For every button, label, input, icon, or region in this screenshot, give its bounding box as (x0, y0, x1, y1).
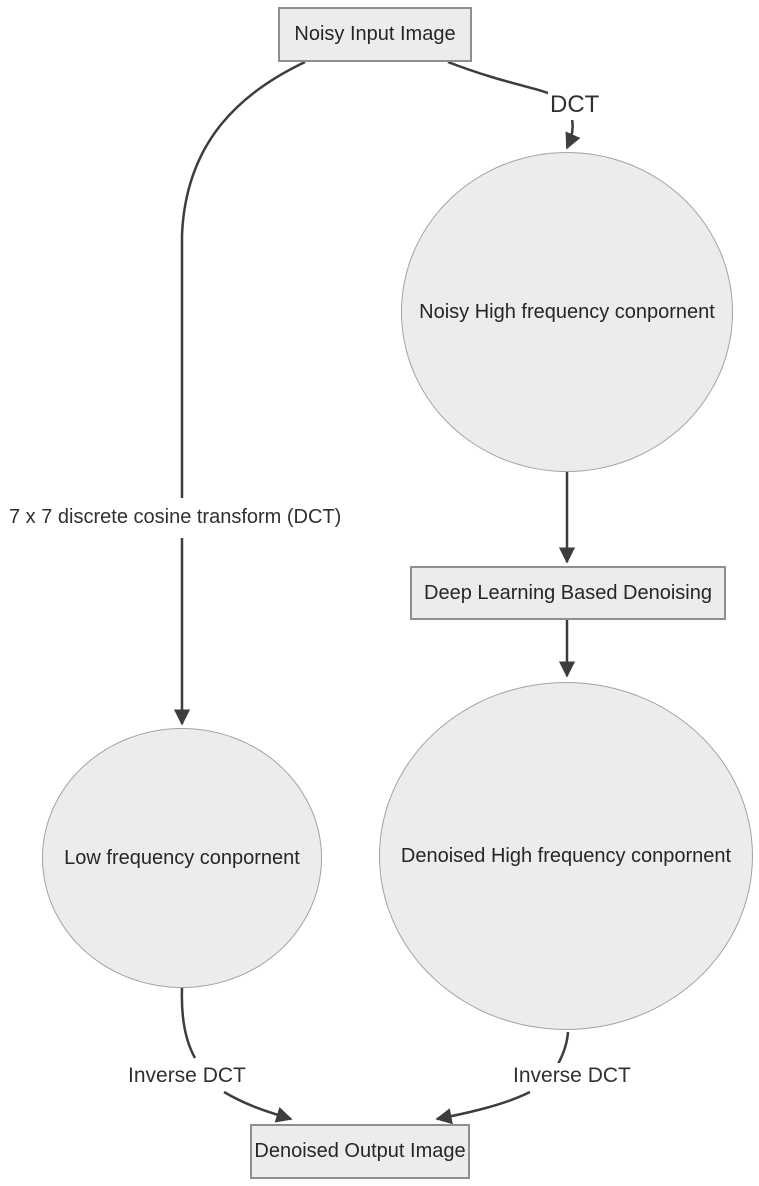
node-noisy-input-image: Noisy Input Image (278, 7, 472, 62)
edge-label-inverse-dct-right: Inverse DCT (511, 1063, 633, 1089)
node-deep-learning-denoising-label: Deep Learning Based Denoising (424, 581, 712, 604)
edge-label-dct: DCT (548, 90, 602, 120)
edge-low-freq-to-output-upper (180, 987, 197, 1059)
edge-noisy-input-to-noisy-high-lower (565, 118, 581, 150)
edge-noisy-input-to-low-freq-upper (180, 60, 306, 498)
node-deep-learning-denoising: Deep Learning Based Denoising (410, 566, 726, 620)
edge-label-inverse-dct-left: Inverse DCT (126, 1063, 248, 1089)
node-denoised-output-image: Denoised Output Image (250, 1124, 470, 1179)
node-noisy-high-frequency: Noisy High frequency conpornent (401, 152, 733, 472)
edge-denoised-high-to-output-lower (435, 1090, 531, 1125)
edge-noisy-input-to-noisy-high-upper (447, 60, 556, 98)
node-denoised-high-frequency-label: Denoised High frequency conpornent (400, 844, 732, 867)
node-low-frequency-label: Low frequency conpornent (64, 846, 300, 869)
node-noisy-high-frequency-label: Noisy High frequency conpornent (419, 300, 715, 323)
node-low-frequency: Low frequency conpornent (42, 728, 322, 988)
edge-denoised-high-to-output-upper (555, 1031, 570, 1067)
edge-label-7x7-dct: 7 x 7 discrete cosine transform (DCT) (7, 505, 344, 530)
node-noisy-input-image-label: Noisy Input Image (294, 23, 456, 45)
node-denoised-output-image-label: Denoised Output Image (254, 1140, 466, 1162)
node-denoised-high-frequency: Denoised High frequency conpornent (379, 682, 753, 1030)
edge-low-freq-to-output-lower (223, 1090, 293, 1123)
